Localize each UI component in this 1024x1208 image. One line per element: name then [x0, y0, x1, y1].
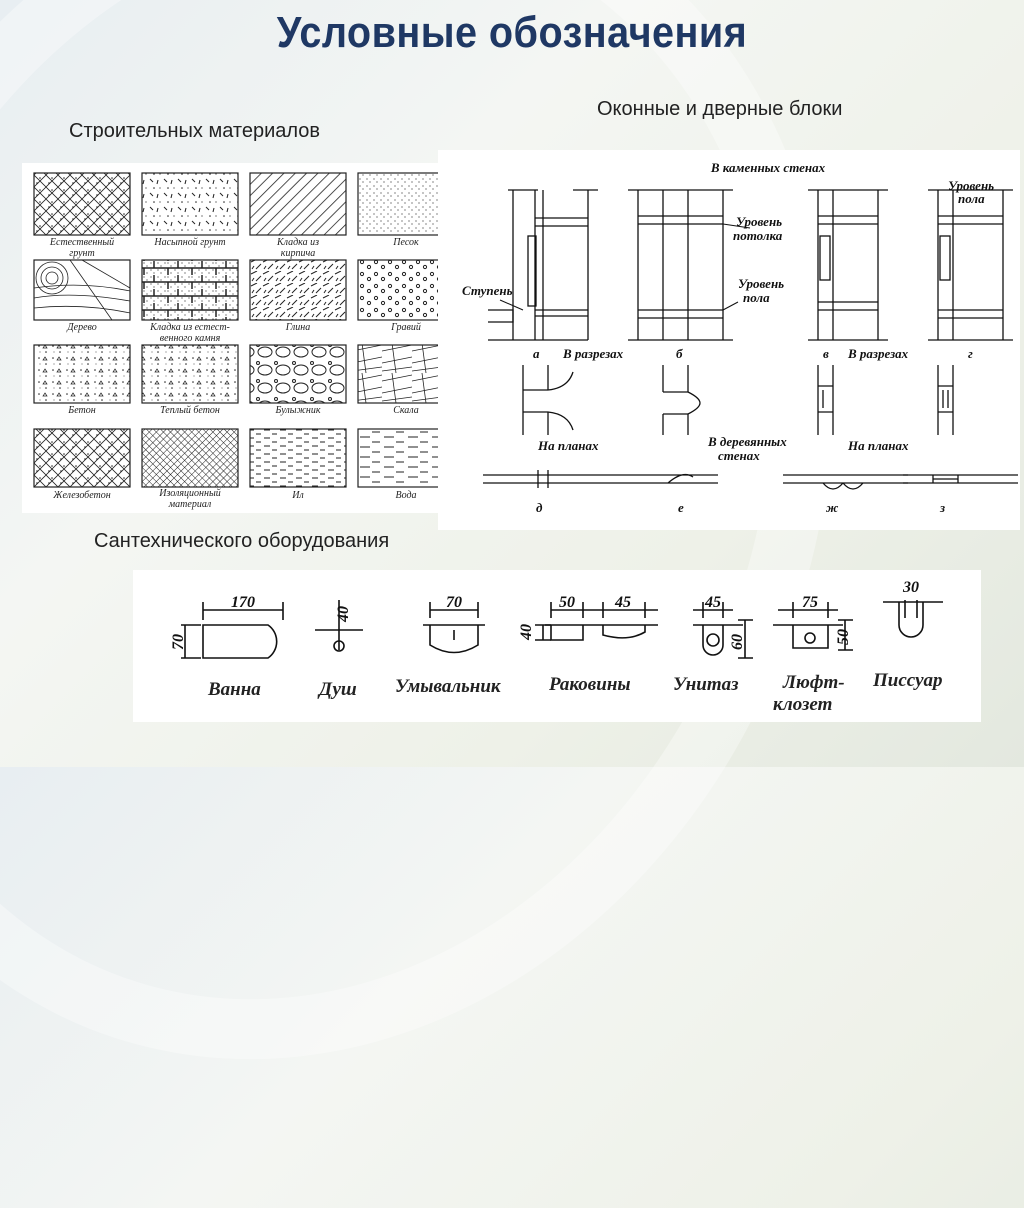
bath-width: 170	[231, 594, 255, 611]
plan-views	[483, 365, 1018, 490]
leader-lines	[499, 223, 751, 311]
sinks-height: 40	[518, 624, 535, 641]
floor-level2-1: Уровень	[738, 276, 784, 291]
label-brick-2: кирпича	[281, 248, 315, 259]
label-silt: Ил	[291, 490, 304, 501]
label-reinforced-concrete: Железобетон	[52, 490, 110, 501]
plan-label-e: е	[678, 500, 684, 515]
swatch-natural-soil	[33, 172, 131, 236]
ceiling-level-2: потолка	[733, 228, 783, 243]
label-natural-soil-1: Естественный	[49, 237, 114, 248]
toilet-height: 60	[729, 634, 746, 650]
swatch-wood	[33, 259, 131, 321]
plumbing-symbols	[181, 600, 943, 659]
label-closet-1: Люфт-	[782, 672, 845, 693]
materials-legend-drawing: Естественный грунт Насыпной грунт Кладка…	[33, 172, 455, 510]
swatch-warm-concrete	[141, 344, 239, 404]
urinal-width: 30	[902, 579, 919, 596]
section-g-label: г	[968, 346, 973, 361]
label-wood: Дерево	[66, 322, 96, 333]
label-concrete: Бетон	[67, 405, 95, 416]
on-plans-2: На планах	[847, 438, 909, 453]
step-label: Ступень	[462, 283, 513, 298]
label-closet-2: клозет	[773, 694, 832, 715]
label-bath: Ванна	[207, 679, 261, 700]
floor-level-1: Уровень	[948, 178, 994, 193]
swatch-silt	[249, 428, 347, 488]
section-title-windows: Оконные и дверные блоки	[597, 98, 843, 120]
bath-height: 70	[170, 634, 187, 650]
section-title-plumbing: Сантехнического оборудования	[94, 530, 390, 552]
plan-label-zh: ж	[826, 500, 839, 515]
plumbing-drawing: 170 70 40 70 50 45 40 45 60 75 50 30 Ван…	[170, 579, 943, 715]
label-natural-stone-1: Кладка из естест-	[149, 322, 230, 333]
label-clay: Глина	[285, 322, 310, 333]
label-sand: Песок	[392, 237, 419, 248]
header-stone-walls: В каменных стенах	[710, 160, 826, 175]
sinks-width-1: 50	[559, 594, 575, 611]
swatch-brick	[249, 172, 347, 236]
page-title: Условные обозначения	[276, 8, 748, 57]
label-rock: Скала	[393, 405, 419, 416]
closet-width: 75	[802, 594, 818, 611]
shower-depth: 40	[335, 606, 352, 623]
plumbing-panel: 170 70 40 70 50 45 40 45 60 75 50 30 Ван…	[133, 570, 981, 722]
swatch-cobblestone	[249, 344, 347, 404]
section-b-label: б	[676, 346, 683, 361]
swatch-reinforced-concrete	[33, 428, 131, 488]
label-sinks: Раковины	[548, 674, 631, 695]
label-brick-1: Кладка из	[276, 237, 319, 248]
floor-level-2: пола	[958, 191, 985, 206]
label-urinal: Писсуар	[872, 670, 943, 691]
washbasin-width: 70	[446, 594, 462, 611]
wooden-walls-2: стенах	[718, 448, 760, 463]
wood-grain	[33, 259, 131, 321]
section-v-label: в	[823, 346, 829, 361]
label-toilet: Унитаз	[673, 674, 739, 695]
wooden-walls-1: В деревянных	[707, 434, 787, 449]
label-warm-concrete: Теплый бетон	[160, 405, 220, 416]
swatch-natural-stone	[141, 259, 239, 321]
plan-label-z: з	[939, 500, 945, 515]
materials-panel: Естественный грунт Насыпной грунт Кладка…	[22, 163, 470, 513]
plan-label-d: д	[536, 500, 543, 515]
on-plans-1: На планах	[537, 438, 599, 453]
section-views	[488, 189, 1013, 341]
label-fill-soil: Насыпной грунт	[153, 237, 225, 248]
in-sections-2: В разрезах	[847, 346, 909, 361]
label-insulation-2: материал	[168, 499, 212, 510]
ceiling-level-1: Уровень	[736, 214, 782, 229]
label-natural-soil-2: грунт	[69, 248, 94, 259]
label-gravel: Гравий	[390, 322, 421, 333]
swatch-fill-soil	[141, 172, 239, 236]
label-insulation-1: Изоляционный	[158, 488, 220, 499]
swatch-concrete	[33, 344, 131, 404]
swatch-clay	[249, 259, 347, 321]
swatch-insulation	[141, 428, 239, 488]
windows-doors-drawing: В каменных стенах Уровень пола У	[462, 160, 1018, 515]
floor-level2-2: пола	[743, 290, 770, 305]
label-water: Вода	[395, 490, 416, 501]
in-sections-1: В разрезах	[562, 346, 624, 361]
label-natural-stone-2: венного камня	[160, 333, 221, 344]
sinks-width-2: 45	[614, 594, 631, 611]
windows-panel: В каменных стенах Уровень пола У	[438, 150, 1020, 530]
label-cobblestone: Булыжник	[274, 405, 320, 416]
section-a-label: а	[533, 346, 540, 361]
label-washbasin: Умывальник	[395, 676, 502, 697]
closet-height: 50	[835, 629, 852, 645]
section-title-materials: Строительных материалов	[69, 120, 321, 142]
label-shower: Душ	[317, 679, 357, 700]
toilet-width: 45	[704, 594, 721, 611]
